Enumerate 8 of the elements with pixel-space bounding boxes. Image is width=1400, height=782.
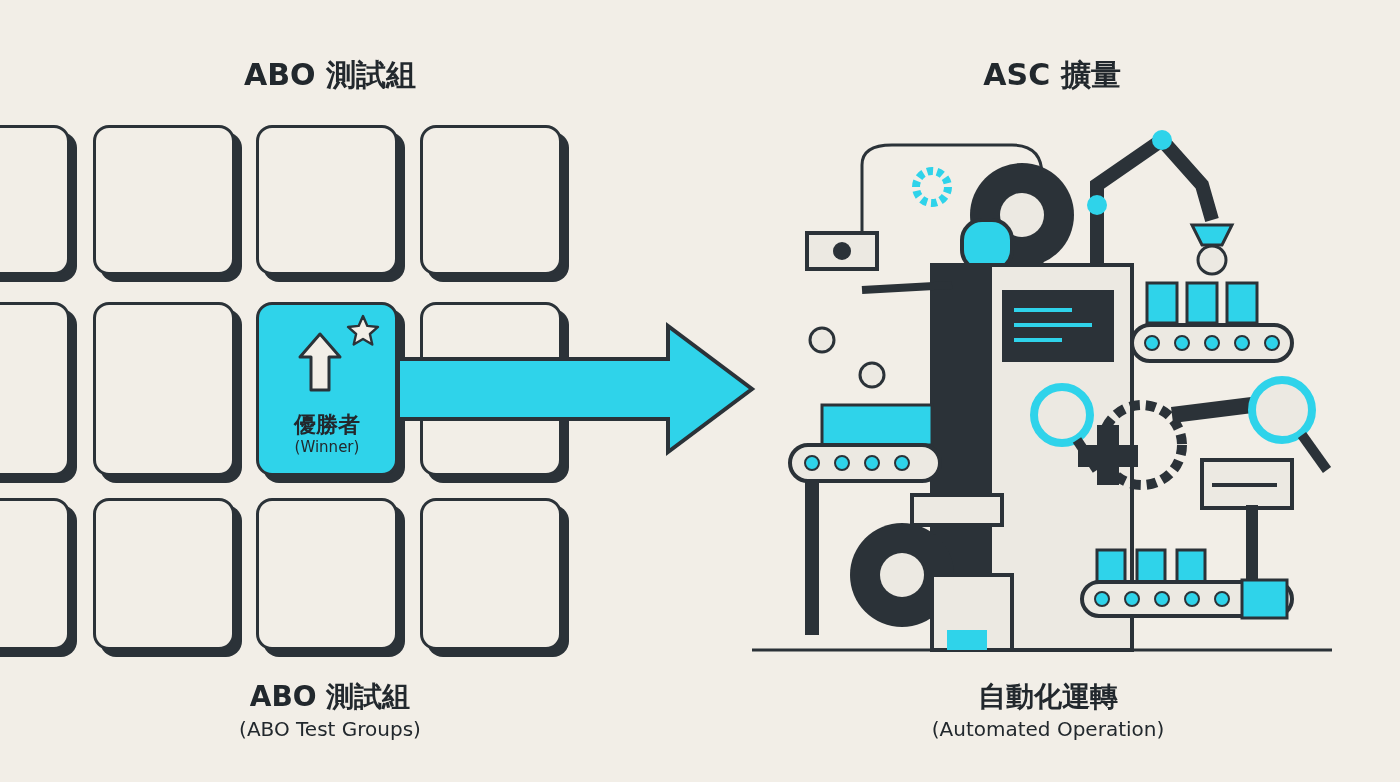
caption-subtitle: (ABO Test Groups) [238, 716, 422, 743]
section-heading: ABO 測試組 [243, 56, 417, 94]
section-heading: ASC 擴量 [982, 56, 1122, 94]
winner-label: 優勝者 [294, 410, 360, 439]
caption-subtitle: (Automated Operation) [930, 716, 1166, 743]
caption-title: ABO 測試組 [248, 679, 412, 715]
winner-subtitle: (Winner) [294, 438, 360, 457]
caption-title: 自動化運轉 [977, 679, 1119, 715]
